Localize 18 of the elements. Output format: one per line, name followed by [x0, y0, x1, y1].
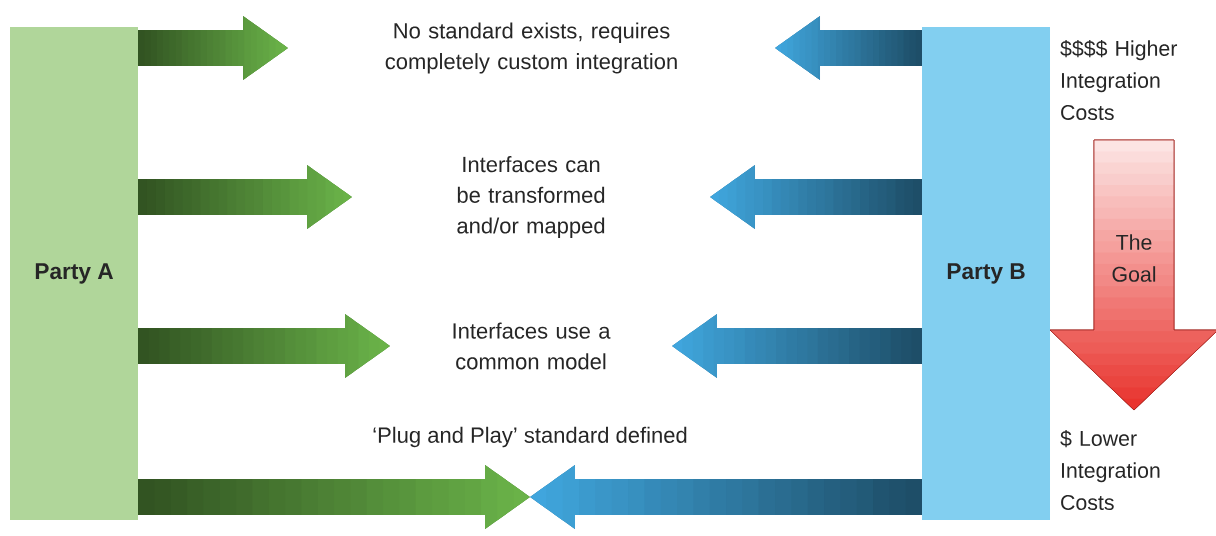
- block-arrow: [775, 16, 922, 80]
- caption-text: ‘Plug and Play’ standard defined: [373, 426, 687, 448]
- cost-text: $ Lower Integration Costs: [1060, 430, 1160, 510]
- block-arrow: [138, 165, 352, 229]
- cost-text: $$$$ Higher Integration Costs: [1060, 40, 1178, 120]
- block-arrow: [530, 465, 922, 529]
- block-arrow: [138, 314, 390, 378]
- party-box: Party B: [922, 27, 1050, 520]
- block-arrow: [138, 16, 288, 80]
- block-arrow: [672, 314, 922, 378]
- party-box: Party A: [10, 27, 138, 520]
- edge-label: The Goal: [1112, 234, 1156, 282]
- step-text: Interfaces can be transformed and/or mapped: [457, 156, 605, 238]
- block-arrow: [138, 465, 530, 529]
- block-arrow: [1049, 139, 1216, 411]
- step-text: Interfaces use a common model: [453, 322, 611, 370]
- step-text: No standard exists, requires completely custom integration: [385, 22, 677, 74]
- block-arrow: [710, 165, 922, 229]
